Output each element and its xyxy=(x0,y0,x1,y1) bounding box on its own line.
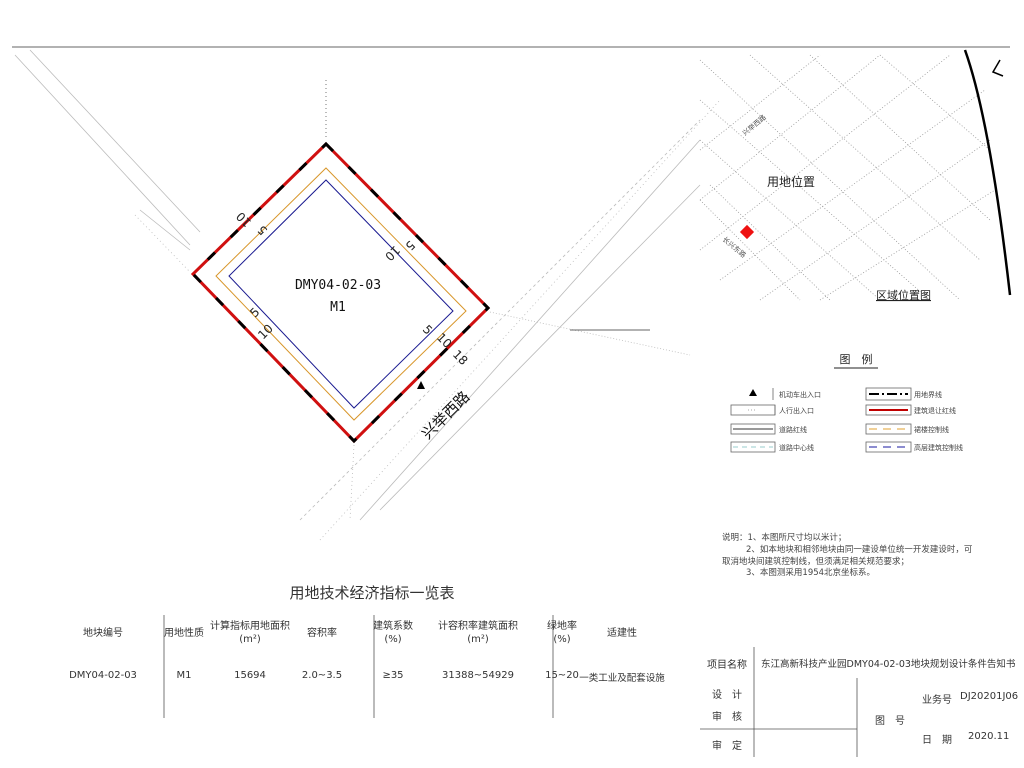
legend-label: 用地界线 xyxy=(914,390,942,399)
note-line: 2、如本地块和相邻地块由同一建设单位统一开发建设时，可 xyxy=(746,545,973,555)
dim-label: 10 xyxy=(434,330,455,351)
project-name: 东江高新科技产业园DMY04-02-03地块规划设计条件告知书 xyxy=(761,659,1016,670)
site-marker xyxy=(739,224,755,240)
header-cell: 容积率 xyxy=(307,628,337,639)
north-arrow-icon xyxy=(991,59,1004,77)
table-grid xyxy=(163,615,554,718)
legend-triangle-icon xyxy=(749,389,757,396)
approve-label: 审 定 xyxy=(712,741,742,752)
project-label: 项目名称 xyxy=(707,660,747,671)
drawing-no-label: 图 号 xyxy=(875,716,905,727)
cell: M1 xyxy=(176,670,192,681)
header-cell: 计算指标用地面积 (m²) xyxy=(210,621,290,645)
legend-label: 裙楼控制线 xyxy=(914,425,949,434)
legend: 图 例 机动车出入口 人行出入口 道路红线 道路中心线 用地界线 建筑退让红线 … xyxy=(730,352,963,453)
dim-label: 5 xyxy=(247,305,262,320)
road-name-label: 兴举西路 xyxy=(418,388,473,443)
legend-label: 人行出入口 xyxy=(779,406,814,415)
header-cell: 绿地率 (%) xyxy=(547,621,577,645)
road-lines xyxy=(14,49,721,541)
cell: 15~20 xyxy=(545,670,579,681)
date-value: 2020.11 xyxy=(968,731,1010,742)
location-map xyxy=(699,49,1012,301)
table-title: 用地技术经济指标一览表 xyxy=(289,584,455,602)
map-road-label: 兴举西路 xyxy=(741,113,768,138)
legend-label: 道路红线 xyxy=(779,425,807,434)
location-map-title: 区域位置图 xyxy=(876,288,931,302)
business-no-label: 业务号 xyxy=(922,695,952,706)
note-line: 说明：1、本图所尺寸均以米计； xyxy=(722,533,847,543)
highrise-control-line xyxy=(228,179,454,409)
site-location-label: 用地位置 xyxy=(767,174,815,189)
review-label: 审 核 xyxy=(712,712,742,723)
date-label: 日 期 xyxy=(922,735,952,746)
dim-label: 5 xyxy=(420,322,435,337)
header-cell: 用地性质 xyxy=(164,628,204,639)
business-no-value: DJ20201J06 xyxy=(960,691,1019,702)
legend-label: 高层建筑控制线 xyxy=(914,443,963,452)
header-cell: 计容积率建筑面积 (m²) xyxy=(438,621,518,645)
cell: 31388~54929 xyxy=(441,670,515,681)
legend-label: 机动车出入口 xyxy=(779,390,821,399)
legend-title: 图 例 xyxy=(840,352,873,366)
parcel-code-label: DMY04-02-03 xyxy=(295,278,381,293)
cell: 一类工业及配套设施 xyxy=(579,673,665,684)
title-block-grid xyxy=(700,647,858,757)
land-boundary-line xyxy=(190,141,491,444)
header-cell: 建筑系数 (%) xyxy=(373,621,413,645)
legend-label: 道路中心线 xyxy=(779,443,814,452)
land-use-label: M1 xyxy=(330,300,346,315)
note-line: 取消地块间建筑控制线，但须满足相关规范要求； xyxy=(722,557,910,567)
dim-label: 18 xyxy=(450,347,471,368)
header-cell: 地块编号 xyxy=(83,628,123,639)
header-cell: 适建性 xyxy=(607,628,637,639)
dim-label: 10 xyxy=(233,209,254,230)
cell: 15694 xyxy=(234,670,266,681)
design-label: 设 计 xyxy=(712,690,742,701)
cell: 2.0~3.5 xyxy=(301,670,343,681)
dim-label: 10 xyxy=(255,321,276,342)
vehicle-entrance-icon xyxy=(417,381,425,389)
dim-label: 10 xyxy=(382,243,403,264)
cell: DMY04-02-03 xyxy=(69,670,137,681)
note-line: 3、本图测采用1954北京坐标系。 xyxy=(746,568,876,578)
cell: ≥35 xyxy=(382,670,404,681)
map-road-label: 长兴东路 xyxy=(721,235,748,260)
podium-control-line xyxy=(215,167,467,421)
dim-label: 5 xyxy=(402,238,417,253)
legend-label: 建筑退让红线 xyxy=(914,406,956,415)
